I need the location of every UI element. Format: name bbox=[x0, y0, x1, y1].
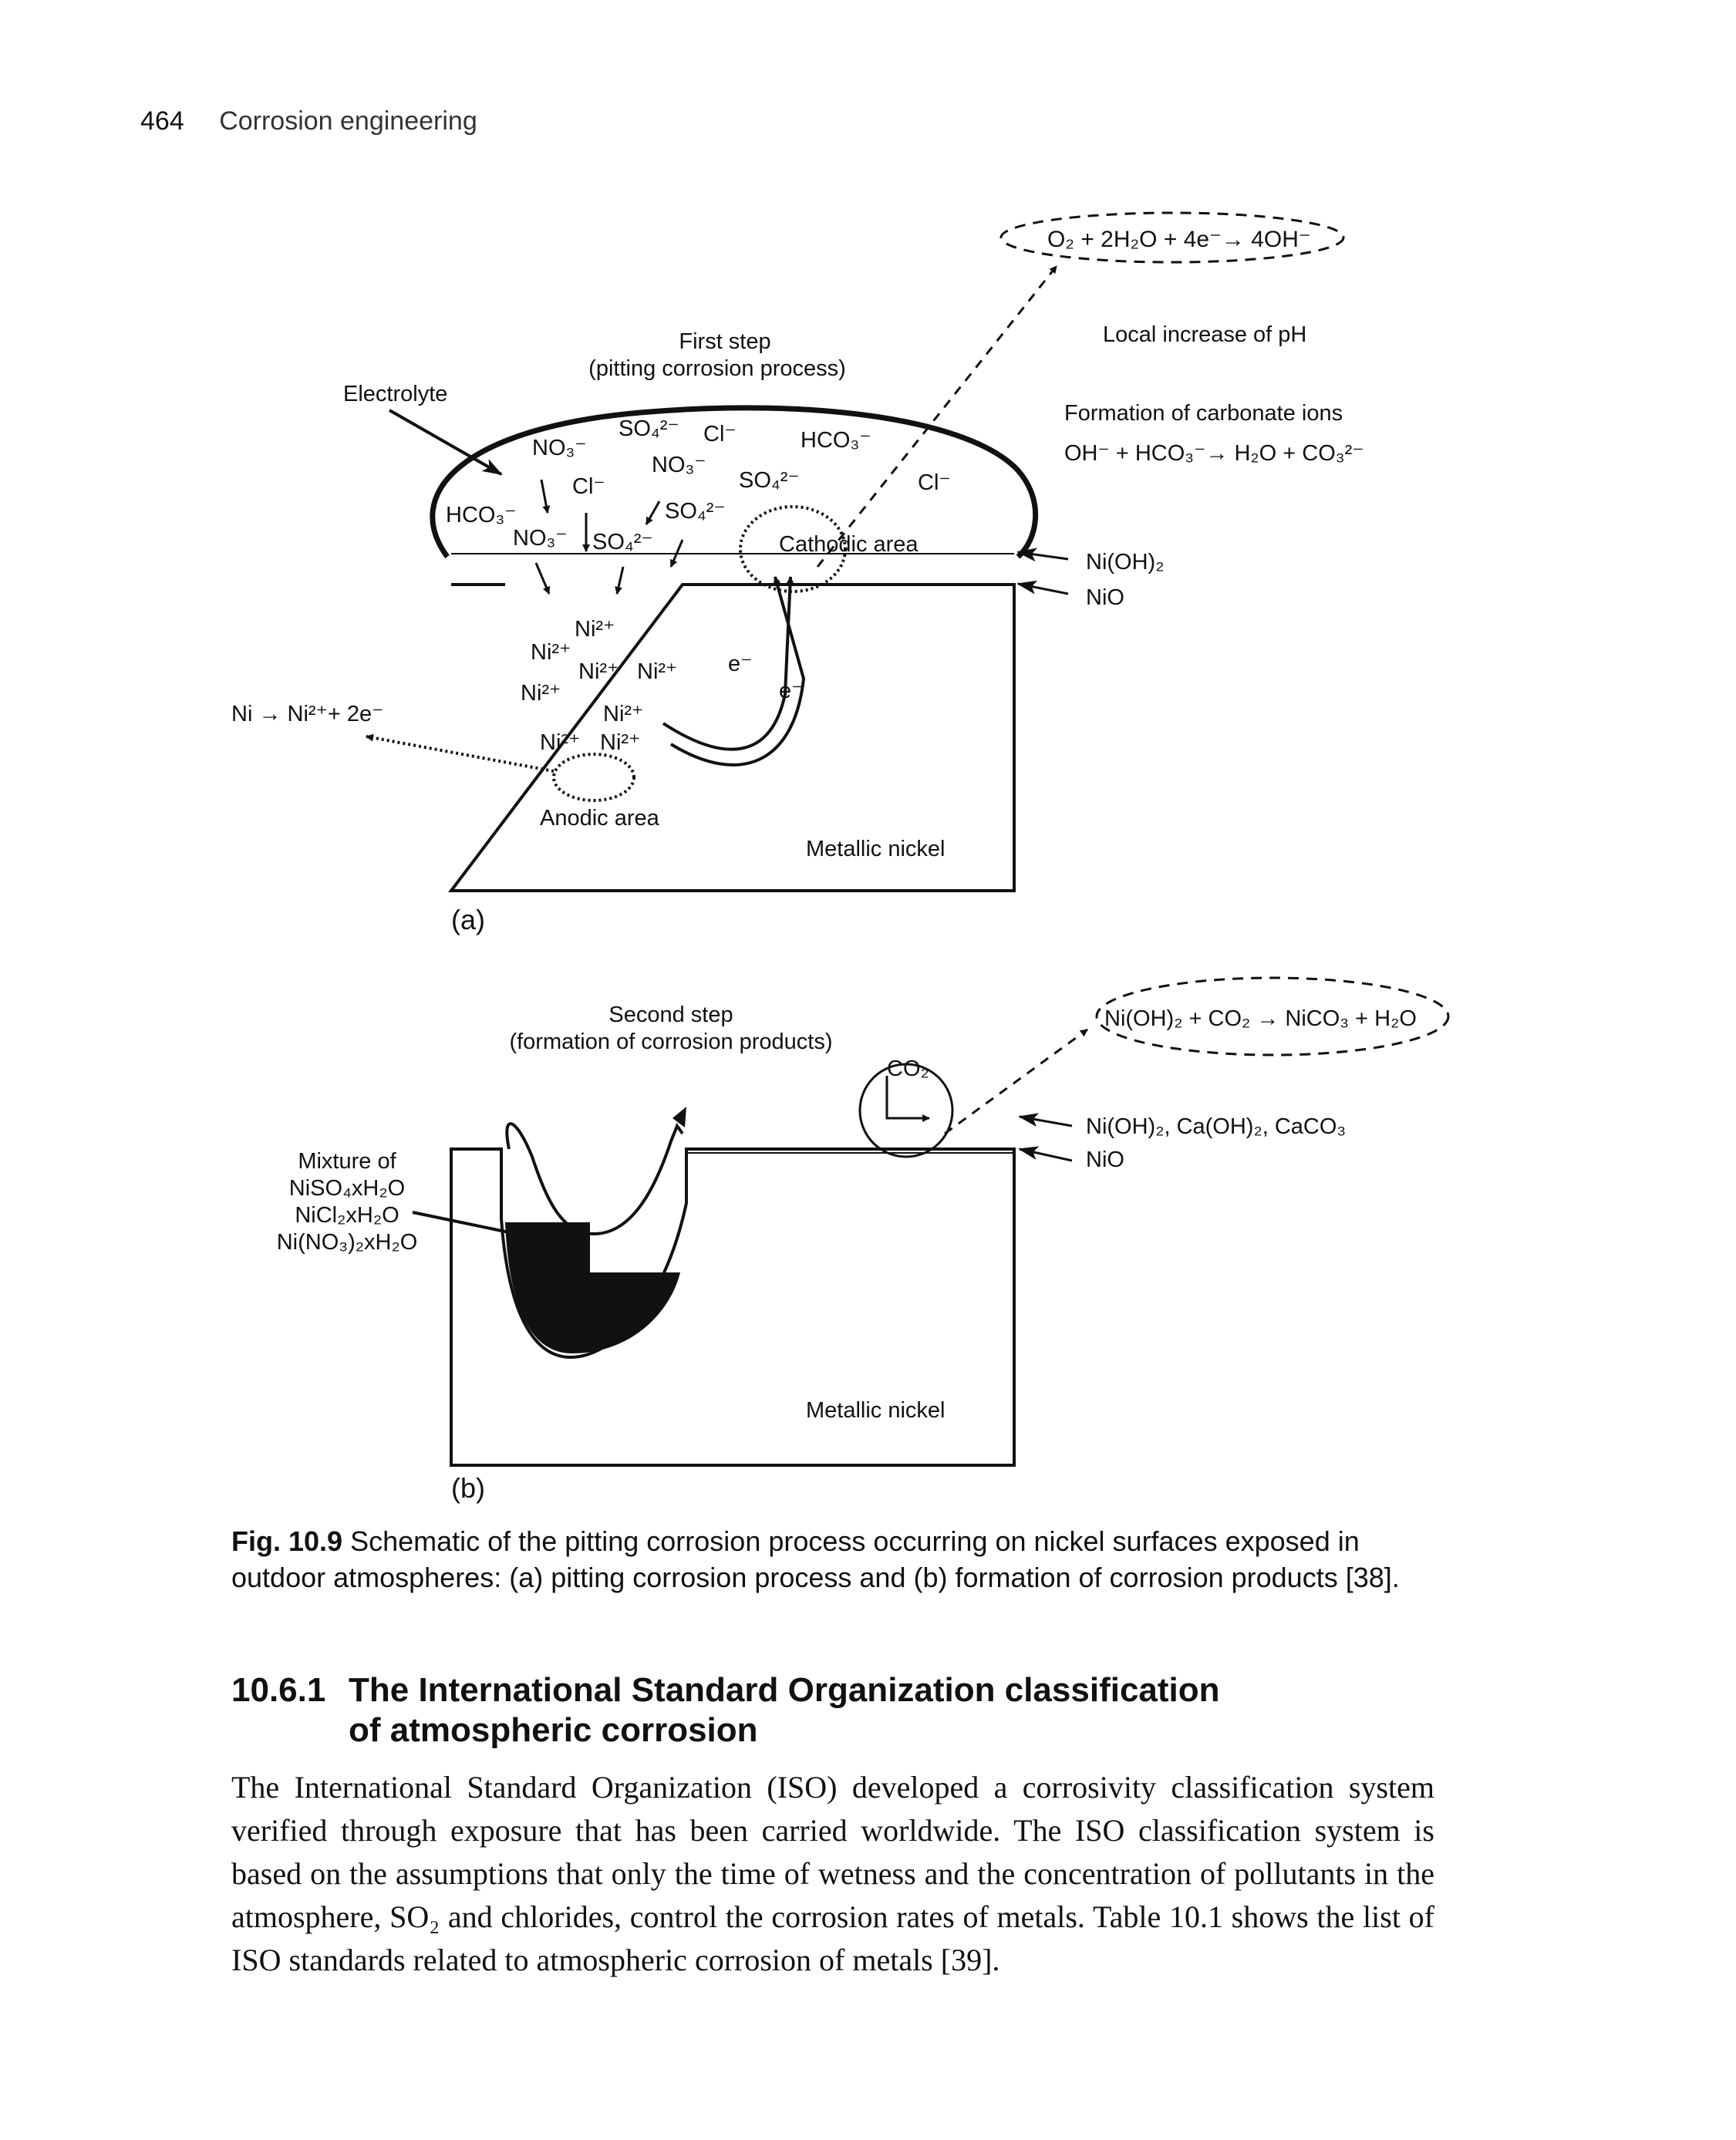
electron-path-outer bbox=[662, 576, 794, 751]
co2-label: CO₂ bbox=[887, 1057, 929, 1081]
running-header: 464 Corrosion engineering bbox=[140, 106, 477, 136]
ion-hco3-1: HCO₃⁻ bbox=[801, 428, 871, 453]
ion-so4-2: SO₄²⁻ bbox=[739, 468, 800, 493]
formation-carbonate: Formation of carbonate ions bbox=[1064, 401, 1343, 426]
cathodic-area-ellipse bbox=[739, 505, 847, 593]
section-number: 10.6.1 bbox=[231, 1671, 326, 1709]
cathodic-area-label: Cathodic area bbox=[779, 532, 919, 557]
anodic-area-label: Anodic area bbox=[540, 806, 660, 831]
product-arrow-2 bbox=[1018, 1146, 1073, 1162]
metal-label-a: Metallic nickel bbox=[806, 837, 946, 861]
film-label-nioh2: Ni(OH)₂ bbox=[1086, 550, 1164, 575]
product-arrow-1 bbox=[1018, 1113, 1073, 1127]
electron-path-inner bbox=[669, 576, 806, 767]
pit-cavity-outline bbox=[505, 1122, 684, 1236]
electrolyte-label: Electrolyte bbox=[343, 382, 447, 406]
electrolyte-ions: SO₄²⁻ Cl⁻ HCO₃⁻ NO₃⁻ NO₃⁻ SO₄²⁻ Cl⁻ Cl⁻ … bbox=[446, 416, 951, 554]
ion-ni-8: Ni²⁺ bbox=[600, 730, 640, 755]
ion-ni-5: Ni²⁺ bbox=[521, 681, 561, 706]
cathode-reaction-ellipse bbox=[999, 211, 1345, 264]
dashed-connector-b bbox=[944, 1028, 1088, 1135]
figure-caption: Fig. 10.9 Schematic of the pitting corro… bbox=[231, 1523, 1434, 1596]
first-step-subtitle: (pitting corrosion process) bbox=[588, 356, 846, 381]
section-heading: 10.6.1 The International Standard Organiz… bbox=[231, 1670, 1434, 1751]
pit-deposit bbox=[505, 1222, 680, 1353]
ion-no3-1: NO₃⁻ bbox=[532, 436, 587, 460]
reaction-b: Ni(OH)₂ + CO₂ → NiCO₃ + H₂O bbox=[1104, 1006, 1417, 1031]
ion-hco3-2: HCO₃⁻ bbox=[446, 503, 517, 527]
ion-ni-2: Ni²⁺ bbox=[531, 640, 571, 665]
panel-b: Second step (formation of corrosion prod… bbox=[277, 976, 1450, 1504]
products-label-2: NiO bbox=[1086, 1148, 1124, 1172]
ion-arrow-5 bbox=[534, 562, 551, 595]
mixture-pointer bbox=[412, 1211, 510, 1234]
running-title: Corrosion engineering bbox=[219, 106, 477, 136]
ion-ni-4: Ni²⁺ bbox=[637, 659, 677, 684]
page-number: 464 bbox=[140, 106, 184, 136]
film-label-nio: NiO bbox=[1086, 585, 1124, 610]
film-arrow-2 bbox=[1016, 580, 1069, 595]
ion-ni-7: Ni²⁺ bbox=[540, 730, 580, 755]
ion-ni-3: Ni²⁺ bbox=[578, 659, 619, 684]
ion-no3-2: NO₃⁻ bbox=[652, 453, 706, 477]
section-title-line2: of atmospheric corrosion bbox=[349, 1711, 758, 1749]
metal-label-b: Metallic nickel bbox=[806, 1398, 946, 1423]
figure-10-9: O₂ + 2H₂O + 4e⁻→ 4OH⁻ Local increase of … bbox=[231, 211, 1450, 1504]
ion-so4-3: SO₄²⁻ bbox=[665, 499, 726, 524]
mixture-title: Mixture of bbox=[298, 1149, 396, 1174]
anode-reaction: Ni → Ni²⁺+ 2e⁻ bbox=[231, 702, 383, 726]
ion-cl-2: Cl⁻ bbox=[918, 470, 951, 495]
section-title-line1: The International Standard Organization … bbox=[349, 1671, 1220, 1709]
local-increase-ph: Local increase of pH bbox=[1103, 322, 1306, 347]
cathode-reaction: O₂ + 2H₂O + 4e⁻→ 4OH⁻ bbox=[1047, 227, 1311, 252]
metal-block-a bbox=[447, 583, 1016, 892]
mixture-nickel-chloride: NiCl₂xH₂O bbox=[295, 1203, 399, 1228]
ion-cl-3: Cl⁻ bbox=[572, 474, 605, 499]
film-arrow-1 bbox=[1016, 548, 1069, 562]
second-step-title: Second step bbox=[608, 1003, 733, 1027]
metal-block-b bbox=[450, 1148, 1016, 1467]
ion-so4-1: SO₄²⁻ bbox=[619, 416, 679, 441]
panel-b-label: (b) bbox=[451, 1472, 485, 1504]
second-step-subtitle: (formation of corrosion products) bbox=[509, 1030, 832, 1054]
panel-a: O₂ + 2H₂O + 4e⁻→ 4OH⁻ Local increase of … bbox=[231, 211, 1364, 935]
co2-arrow bbox=[885, 1076, 930, 1122]
first-step-title: First step bbox=[679, 329, 770, 354]
ion-ni-1: Ni²⁺ bbox=[575, 617, 615, 642]
ion-arrow-6 bbox=[615, 566, 625, 595]
ion-arrow-4 bbox=[669, 539, 684, 568]
ion-so4-4: SO₄²⁻ bbox=[592, 530, 653, 554]
mixture-nickel-nitrate: Ni(NO₃)₂xH₂O bbox=[277, 1230, 418, 1255]
ion-arrows bbox=[534, 479, 684, 595]
electron-label-1: e⁻ bbox=[728, 652, 752, 676]
nickel-ions: Ni²⁺ Ni²⁺ Ni²⁺ Ni²⁺ Ni²⁺ Ni²⁺ Ni²⁺ Ni²⁺ bbox=[521, 617, 677, 755]
anodic-area-ellipse bbox=[552, 753, 635, 802]
caption-text: Schematic of the pitting corrosion proce… bbox=[231, 1525, 1400, 1593]
carbonate-reaction: OH⁻ + HCO₃⁻→ H₂O + CO₃²⁻ bbox=[1064, 441, 1364, 466]
dashed-connector-a bbox=[816, 265, 1058, 568]
ion-no3-3: NO₃⁻ bbox=[513, 526, 568, 551]
ion-cl-1: Cl⁻ bbox=[703, 422, 737, 447]
electron-label-2: e⁻ bbox=[779, 679, 803, 703]
products-label-1: Ni(OH)₂, Ca(OH)₂, CaCO₃ bbox=[1086, 1114, 1346, 1139]
pit-tip-marker bbox=[672, 1107, 686, 1127]
panel-a-label: (a) bbox=[451, 904, 485, 935]
ion-arrow-3 bbox=[645, 500, 661, 525]
mixture-nickel-sulfate: NiSO₄xH₂O bbox=[289, 1176, 405, 1201]
body-paragraph: The International Standard Organization … bbox=[231, 1770, 1434, 1977]
anode-dotted-arrow bbox=[366, 733, 555, 773]
co2-circle bbox=[858, 1063, 954, 1158]
reaction-ellipse-b bbox=[1095, 976, 1450, 1057]
caption-label: Fig. 10.9 bbox=[231, 1525, 343, 1557]
electrolyte-arrow bbox=[389, 409, 503, 476]
ion-ni-6: Ni²⁺ bbox=[603, 702, 643, 726]
electrolyte-droplet bbox=[430, 405, 1038, 559]
ion-arrow-1 bbox=[540, 479, 551, 514]
